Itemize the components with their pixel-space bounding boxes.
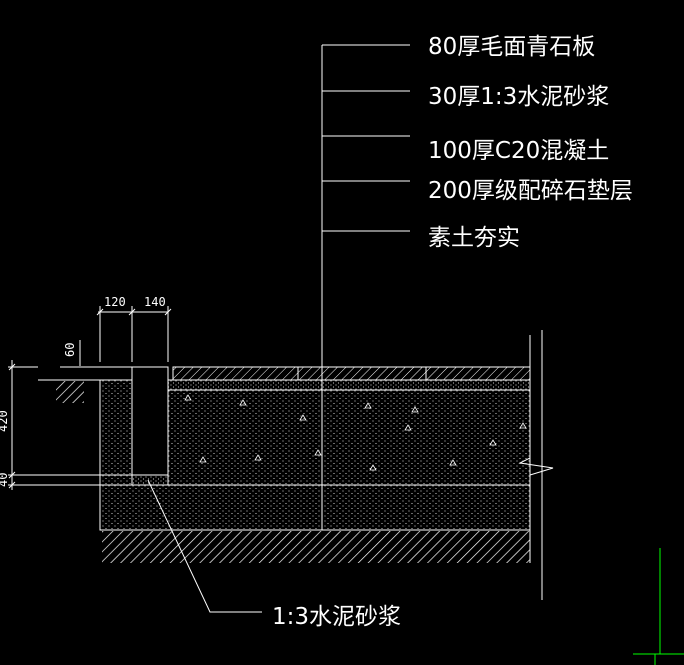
- dim-depth-base: 40: [0, 473, 10, 487]
- layer-label-stone: 80厚毛面青石板: [428, 34, 595, 60]
- layer-label-soil: 素土夯实: [428, 225, 520, 251]
- compacted-soil-layer: [102, 531, 530, 563]
- layer-callout-labels: 80厚毛面青石板 30厚1:3水泥砂浆 100厚C20混凝土 200厚级配碎石垫…: [428, 34, 633, 251]
- stone-slab-layer: [172, 366, 531, 381]
- mortar-note-label: 1:3水泥砂浆: [272, 604, 401, 630]
- concrete-aggregate-marks: [184, 394, 527, 471]
- layer-label-concrete: 100厚C20混凝土: [428, 138, 609, 164]
- top-dimensions: 120 140: [96, 295, 172, 362]
- ucs-axis-icon: [633, 548, 684, 665]
- left-dimensions: 60 420 40: [0, 340, 132, 490]
- concrete-layer: [167, 389, 531, 486]
- dim-depth-main: 420: [0, 410, 10, 432]
- dim-curb-width: 120: [104, 295, 126, 309]
- mortar-bed-layer: [167, 379, 531, 391]
- mortar-callout: 1:3水泥砂浆: [147, 479, 401, 630]
- layer-label-gravel: 200厚级配碎石垫层: [428, 178, 633, 204]
- layer-label-mortar: 30厚1:3水泥砂浆: [428, 84, 609, 110]
- curb-stone: [131, 366, 169, 476]
- paving-section: [38, 330, 554, 600]
- curb-backfill: [99, 379, 133, 486]
- gravel-base-layer: [99, 484, 531, 531]
- dim-gap-width: 140: [144, 295, 166, 309]
- dim-curb-rise: 60: [63, 343, 77, 357]
- left-ground-hatch: [56, 381, 84, 403]
